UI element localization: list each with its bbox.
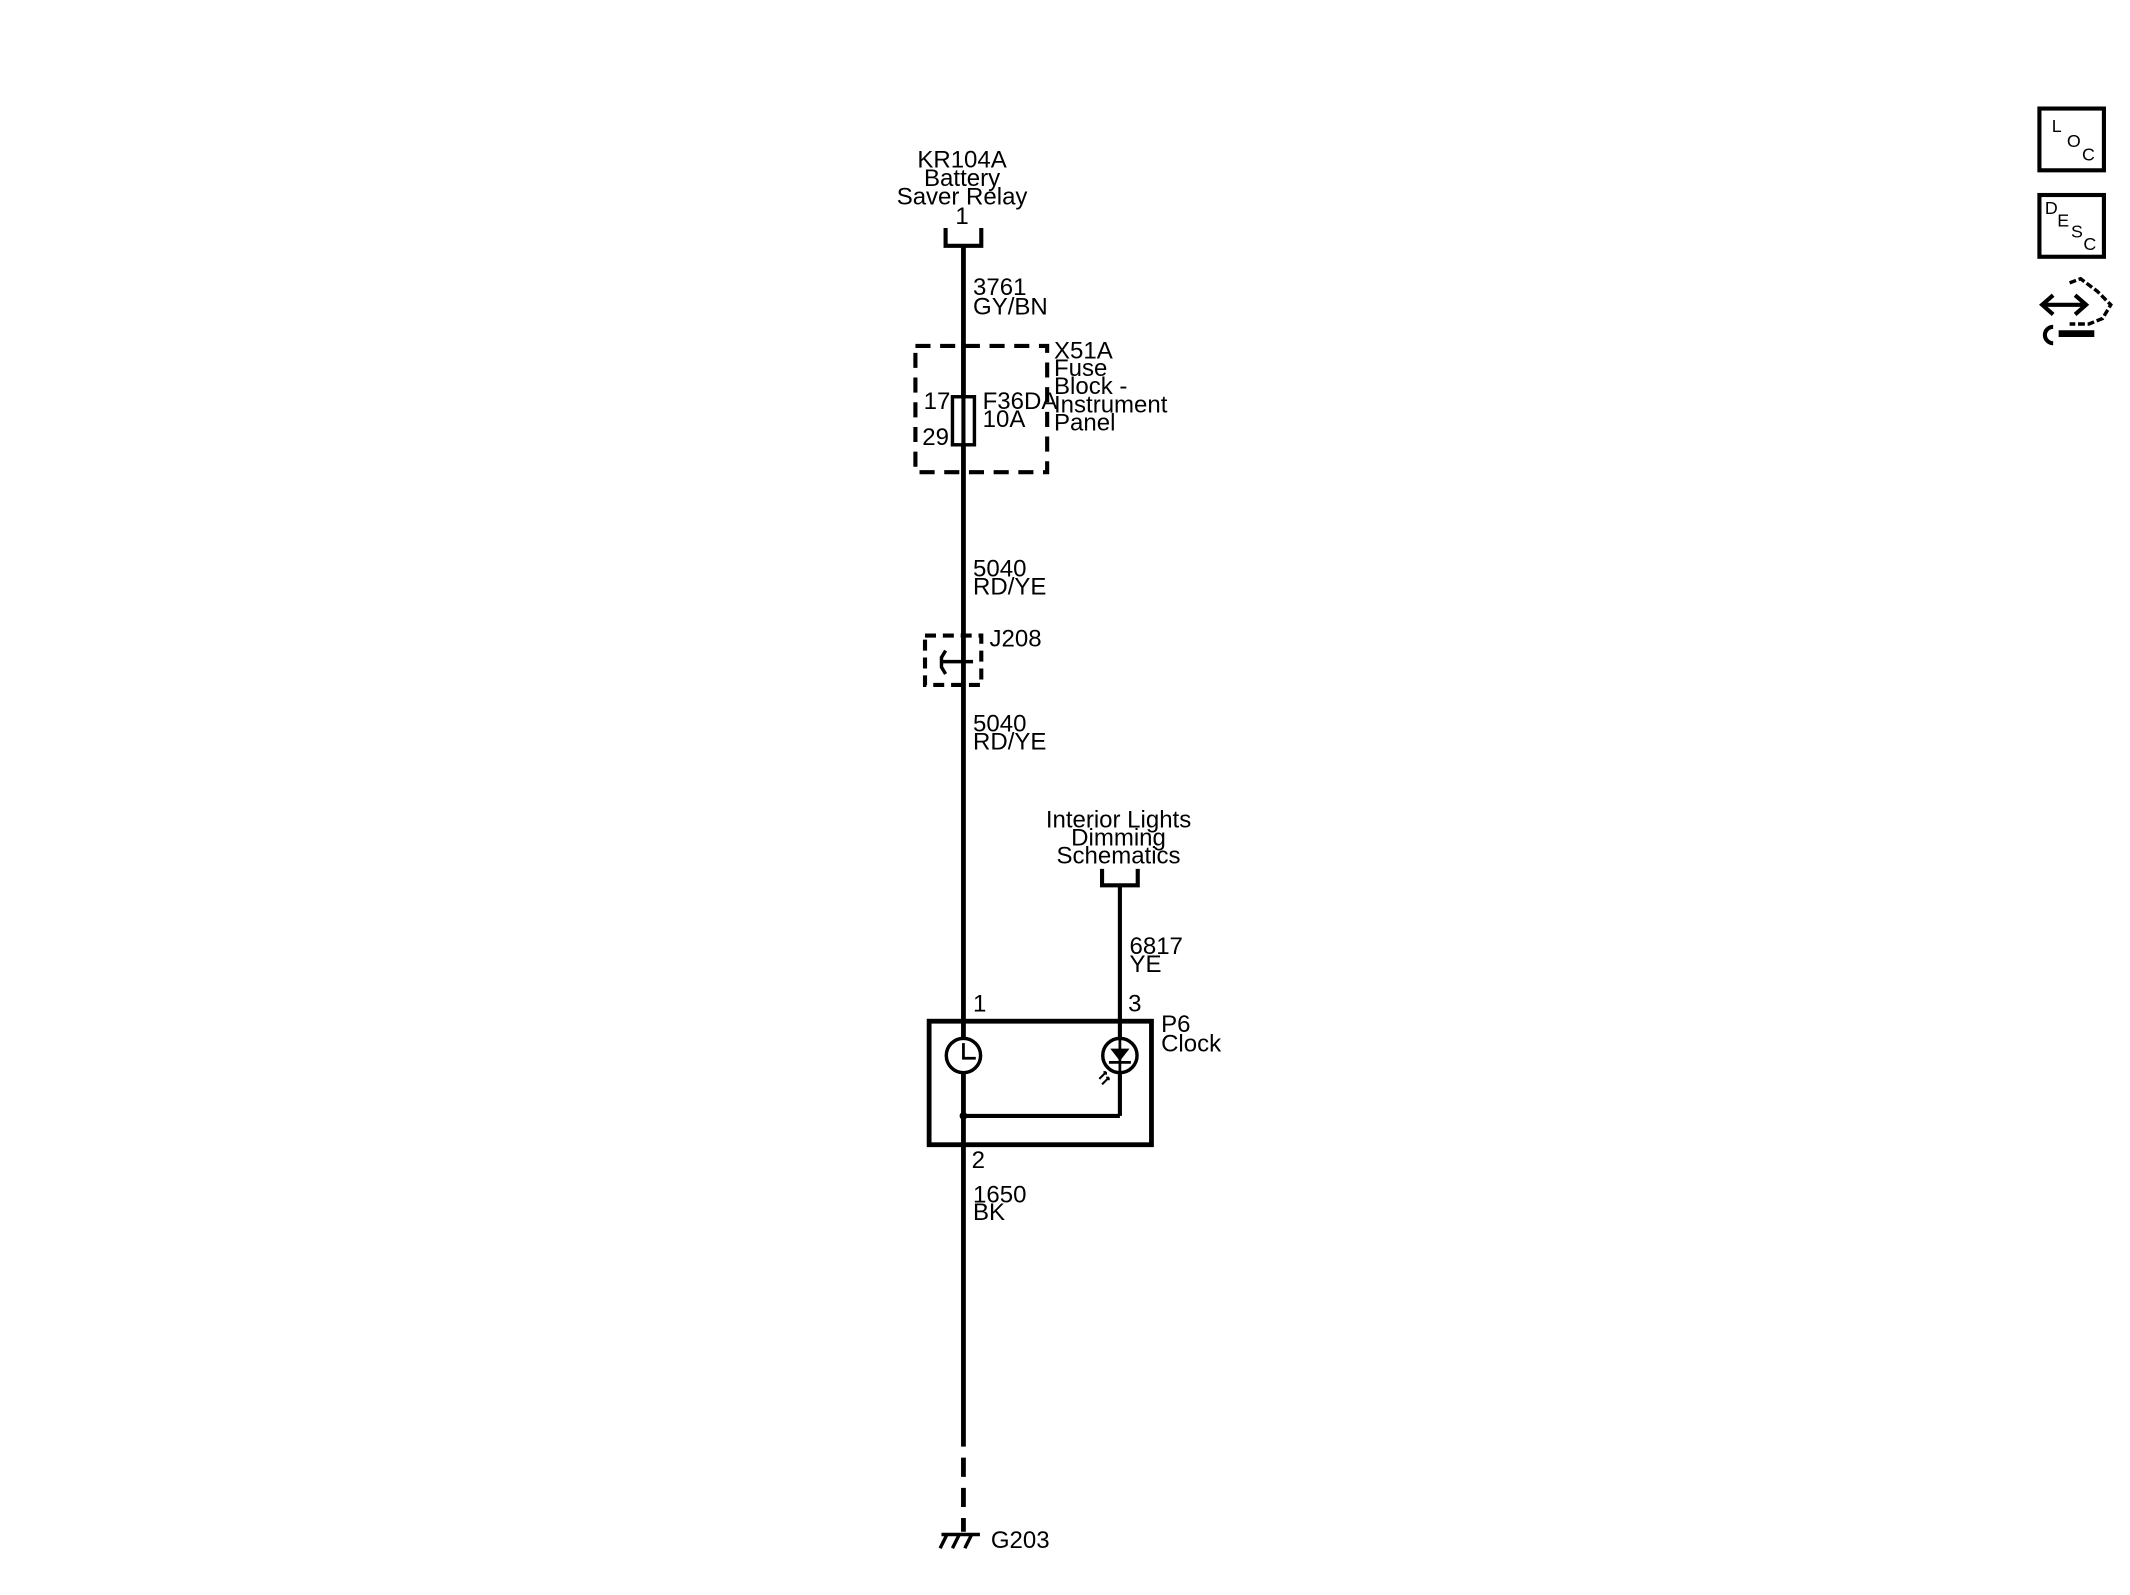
repair-connector-icon[interactable] <box>2039 276 2113 346</box>
wire-1650-circuit: 1650 <box>973 1181 1026 1208</box>
ground-g203[interactable]: G203 <box>938 1527 1050 1554</box>
wire-5040-lower-label: 5040 RD/YE <box>973 711 1046 756</box>
fuse-rating: 10A <box>983 406 1026 433</box>
clock-label: Clock <box>1161 1030 1222 1057</box>
wire-1650-color: BK <box>973 1199 1005 1226</box>
relay-pin-number: 1 <box>955 203 968 230</box>
wire-6817-color: YE <box>1130 951 1162 978</box>
clock-face-icon <box>944 1036 983 1075</box>
clock-internal-junction <box>959 1112 968 1120</box>
loc-letter-l: L <box>2052 116 2062 136</box>
fuse-block-label-line2: Fuse <box>1054 355 1107 382</box>
clock-pin-3: 3 <box>1128 991 1141 1018</box>
relay-label-line1: KR104A <box>917 147 1006 174</box>
clock-pin-2: 2 <box>972 1147 985 1174</box>
fuse-block-label-line4: Instrument <box>1054 392 1168 419</box>
wire-3761-label: 3761 GY/BN <box>973 274 1048 320</box>
loc-letter-o: O <box>2067 131 2081 151</box>
fuse-block-outline <box>913 343 1050 475</box>
desc-letter-c: C <box>2083 234 2096 254</box>
dimming-label-line2: Dimming <box>1071 825 1166 852</box>
wire-1650-label: 1650 BK <box>973 1181 1026 1226</box>
wire-3761-circuit: 3761 <box>973 274 1026 301</box>
wire-3761-color: GY/BN <box>973 293 1048 320</box>
splice-symbol <box>939 649 974 675</box>
dimming-schematics-ref[interactable]: Interior Lights Dimming Schematics <box>1046 807 1191 888</box>
clock-p6[interactable]: 1 3 2 P6 Clock <box>926 991 1222 1174</box>
fuse-name: F36DA <box>983 388 1058 415</box>
wire-6817-label: 6817 YE <box>1130 933 1183 978</box>
wire-6817-circuit: 6817 <box>1130 933 1183 960</box>
desc-letter-d: D <box>2045 198 2058 218</box>
dimming-label-line3: Schematics <box>1057 842 1181 869</box>
clock-name: P6 <box>1161 1011 1190 1038</box>
ground-symbol-icon <box>938 1532 980 1549</box>
relay-kr104a[interactable]: KR104A Battery Saver Relay 1 <box>897 147 1028 248</box>
wire-5040-upper-circuit: 5040 <box>973 556 1026 583</box>
fuse-pin-out: 29 <box>922 424 949 451</box>
desc-icon[interactable]: D E S C <box>2037 192 2106 259</box>
loc-icon[interactable]: L O C <box>2037 106 2106 173</box>
splice-j208[interactable]: J208 <box>922 626 1042 688</box>
desc-letter-e: E <box>2057 211 2069 231</box>
fuse-block-x51a[interactable]: 17 29 F36DA 10A X51A Fuse Block - Instru… <box>913 337 1168 475</box>
splice-name: J208 <box>990 626 1042 653</box>
wire-5040-lower-color: RD/YE <box>973 728 1046 755</box>
fuse-block-label-line5: Panel <box>1054 409 1115 436</box>
relay-label-line3: Saver Relay <box>897 184 1028 211</box>
wire-5040-upper-color: RD/YE <box>973 573 1046 600</box>
fuse-block-label-line3: Block - <box>1054 373 1127 400</box>
dimming-connector-symbol <box>1099 868 1140 888</box>
fuse-pin-in: 17 <box>924 388 951 415</box>
ground-name: G203 <box>991 1527 1050 1554</box>
fuse-block-label-line1: X51A <box>1054 337 1113 364</box>
clock-outline <box>926 1018 1154 1148</box>
splice-outline <box>922 633 984 688</box>
wire-5040-upper-label: 5040 RD/YE <box>973 556 1046 601</box>
wire-5040-lower-circuit: 5040 <box>973 711 1026 738</box>
relay-label-line2: Battery <box>924 165 1000 192</box>
lamp-led-icon <box>1098 1036 1139 1086</box>
relay-connector-symbol <box>943 227 984 248</box>
desc-letter-s: S <box>2071 222 2083 242</box>
dimming-label-line1: Interior Lights <box>1046 807 1191 834</box>
loc-letter-c: C <box>2082 145 2095 165</box>
clock-pin-1: 1 <box>973 991 986 1018</box>
